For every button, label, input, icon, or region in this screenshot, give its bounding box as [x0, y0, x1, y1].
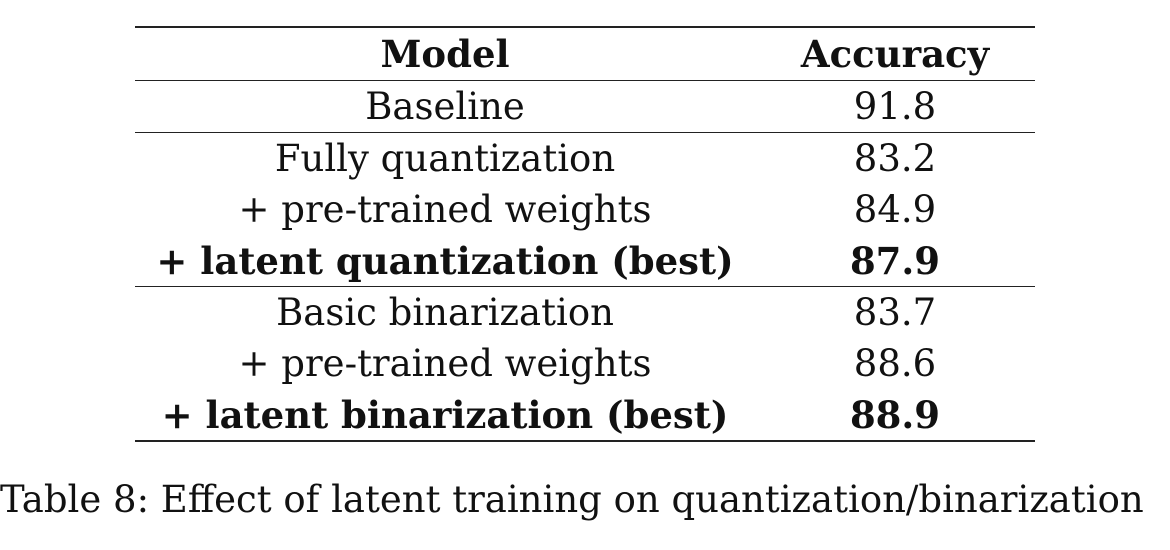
accuracy-cell: 83.2 [853, 137, 937, 180]
table-row-best: + latent binarization (best) 88.9 [135, 389, 1035, 441]
header-model: Model [380, 32, 510, 76]
table-row: Fully quantization 83.2 [135, 132, 1035, 185]
table-row: + pre-trained weights 88.6 [135, 338, 1035, 389]
table-row: + pre-trained weights 84.9 [135, 184, 1035, 235]
accuracy-cell: 91.8 [853, 85, 937, 128]
accuracy-cell: 88.6 [853, 342, 937, 385]
model-cell: + latent binarization (best) [161, 392, 729, 437]
header-accuracy: Accuracy [800, 32, 990, 76]
results-table: Model Accuracy Baseline 91.8 Fully quant… [135, 26, 1035, 442]
table-row: Basic binarization 83.7 [135, 286, 1035, 339]
accuracy-cell: 88.9 [849, 392, 941, 437]
model-cell: + pre-trained weights [238, 342, 652, 385]
table-header-row: Model Accuracy [135, 27, 1035, 81]
model-cell: + pre-trained weights [238, 188, 652, 231]
results-table-container: Model Accuracy Baseline 91.8 Fully quant… [135, 26, 1035, 442]
model-cell: + latent quantization (best) [156, 238, 734, 283]
model-cell: Basic binarization [276, 291, 614, 334]
table-caption: Table 8: Effect of latent training on qu… [0, 478, 1144, 521]
accuracy-cell: 83.7 [853, 291, 937, 334]
accuracy-cell: 87.9 [849, 238, 941, 283]
table-row-best: + latent quantization (best) 87.9 [135, 235, 1035, 287]
model-cell: Baseline [365, 85, 525, 128]
table-row: Baseline 91.8 [135, 80, 1035, 133]
accuracy-cell: 84.9 [853, 188, 937, 231]
model-cell: Fully quantization [274, 137, 616, 180]
